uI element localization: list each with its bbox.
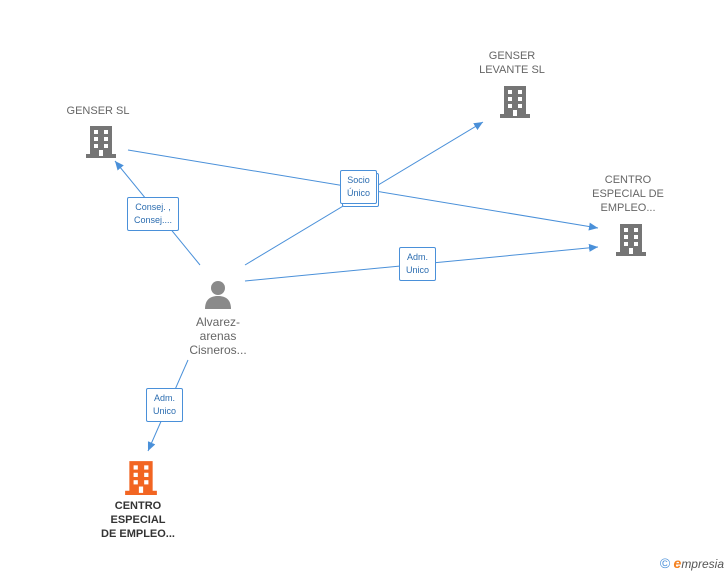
building-icon-focus[interactable] [125,459,157,495]
edge-label-socio-unico[interactable]: Socio Único [340,170,378,204]
node-label: LEVANTE SL [479,64,545,76]
node-label: ESPECIAL [110,514,166,526]
node-label: Cisneros... [189,343,247,357]
brand-rest: mpresia [681,557,724,571]
node-label: arenas [199,329,237,343]
node-centro-especial-right[interactable]: CENTRO ESPECIAL DE EMPLEO... [578,173,678,215]
edge-label-line: Adm. [154,393,176,403]
edge-label-line: Socio [347,175,370,185]
node-label: DE EMPLEO... [101,528,175,540]
node-label: CENTRO [604,174,652,186]
edge-label-line: Unico [406,265,430,275]
node-label: CENTRO [114,500,162,512]
person-icon[interactable] [203,279,233,309]
node-genser-sl[interactable]: GENSER SL [48,104,148,118]
node-label: ESPECIAL DE [592,188,664,200]
edge-label-line: Consej. , [135,202,171,212]
edge-label-line: Consej.... [134,215,173,225]
building-icon[interactable] [500,84,530,118]
node-genser-levante[interactable]: GENSER LEVANTE SL [462,49,562,77]
edge-label-adm-unico-down[interactable]: Adm. Unico [146,388,184,422]
building-icon[interactable] [616,222,646,256]
node-label: Alvarez- [195,315,240,329]
node-label: EMPLEO... [600,202,656,214]
edge-label-consej[interactable]: Consej. , Consej.... [127,197,180,231]
edge-label-line: Único [347,188,371,198]
brand-logo: empresia [673,555,724,571]
node-centro-especial-focus[interactable]: CENTRO ESPECIAL DE EMPLEO... [88,499,188,541]
copyright-icon: © [659,555,671,571]
footer-brand: © empresia [660,555,724,571]
node-label: GENSER SL [66,105,130,117]
edge-label-line: Adm. [407,252,429,262]
edge-label-adm-unico-right[interactable]: Adm. Unico [399,247,437,281]
node-person[interactable]: Alvarez- arenas Cisneros... [168,315,268,357]
building-icon[interactable] [86,124,116,158]
node-label: GENSER [488,50,536,62]
edge-label-line: Unico [153,406,177,416]
brand-initial: e [673,555,682,571]
